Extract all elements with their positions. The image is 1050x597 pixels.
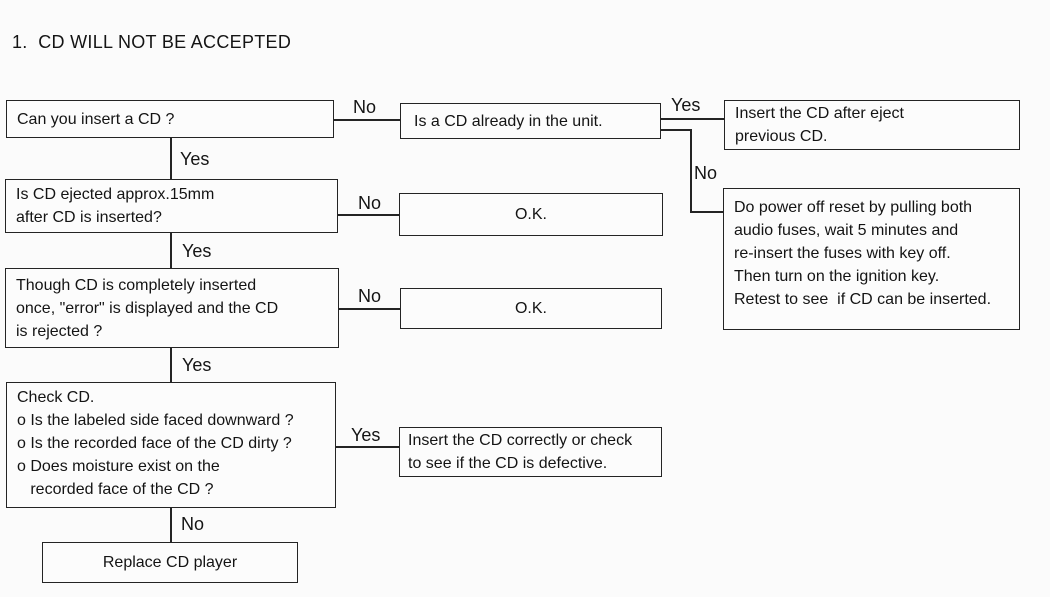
- connector-ejected-yes: [170, 233, 172, 268]
- label-no-ejected: No: [358, 193, 382, 213]
- node-replace-cd-player: Replace CD player: [42, 542, 298, 583]
- node-can-you-insert-cd: Can you insert a CD ?: [6, 100, 334, 138]
- connector-insert-no: [334, 119, 400, 121]
- label-no-check: No: [181, 514, 205, 534]
- label-yes-check: Yes: [351, 425, 381, 445]
- node-cd-already-in-unit: Is a CD already in the unit.: [400, 103, 661, 139]
- label-yes-error: Yes: [182, 355, 212, 375]
- page-title: 1. CD WILL NOT BE ACCEPTED: [12, 32, 292, 52]
- label-yes-insert: Yes: [180, 149, 210, 169]
- connector-already-yes: [661, 118, 724, 120]
- connector-check-no: [170, 508, 172, 542]
- label-no-insert: No: [353, 97, 377, 117]
- connector-ejected-no: [338, 214, 399, 216]
- connector-already-no-v: [690, 129, 692, 213]
- connector-already-no-h2: [690, 211, 723, 213]
- node-insert-after-eject: Insert the CD after eject previous CD.: [724, 100, 1020, 150]
- connector-check-yes: [336, 446, 399, 448]
- node-check-cd: Check CD. o Is the labeled side faced do…: [6, 382, 336, 508]
- node-ok-1: O.K.: [399, 193, 663, 236]
- connector-error-no: [339, 308, 400, 310]
- connector-already-no-h1: [661, 129, 692, 131]
- label-yes-ejected: Yes: [182, 241, 212, 261]
- label-no-already: No: [694, 163, 718, 183]
- node-insert-correctly: Insert the CD correctly or check to see …: [399, 427, 662, 477]
- node-ok-2: O.K.: [400, 288, 662, 329]
- connector-error-yes: [170, 348, 172, 382]
- node-power-off-reset: Do power off reset by pulling both audio…: [723, 188, 1020, 330]
- node-error-displayed: Though CD is completely inserted once, "…: [5, 268, 339, 348]
- connector-insert-yes: [170, 138, 172, 179]
- label-yes-already: Yes: [671, 95, 701, 115]
- label-no-error: No: [358, 286, 382, 306]
- node-ejected-15mm: Is CD ejected approx.15mm after CD is in…: [5, 179, 338, 233]
